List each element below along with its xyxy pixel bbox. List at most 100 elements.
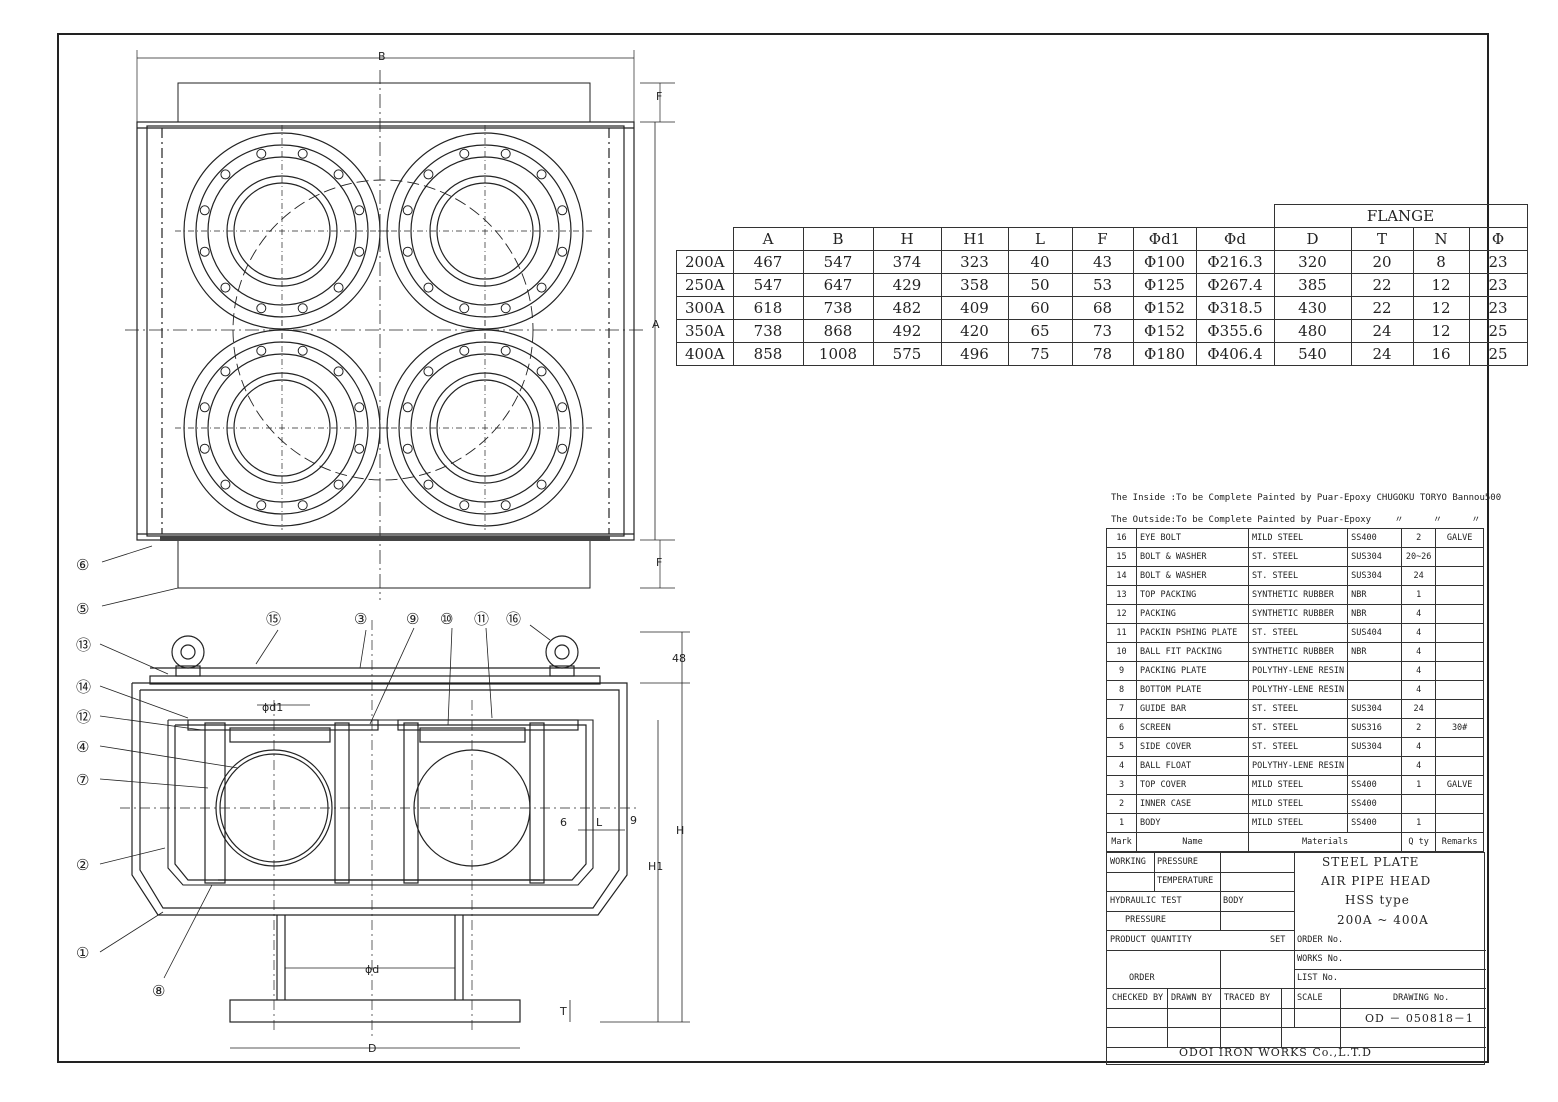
part-material: ST. STEEL xyxy=(1247,547,1349,567)
part-qty: 4 xyxy=(1401,680,1437,700)
dim-column-header: B xyxy=(802,227,874,251)
header-mark: Mark xyxy=(1106,832,1137,852)
dim-column-header: T xyxy=(1350,227,1414,251)
note-outside: The Outside:To be Complete Painted by Pu… xyxy=(1111,512,1480,525)
dim-cell: 430 xyxy=(1273,296,1352,320)
part-material: ST. STEEL xyxy=(1247,718,1349,738)
dim-cell: 16 xyxy=(1412,342,1470,366)
bolt-hole xyxy=(402,402,413,413)
flange-group-header: FLANGE xyxy=(1273,204,1528,228)
dim-cell: 420 xyxy=(940,319,1009,343)
dim-cell: 75 xyxy=(1007,342,1073,366)
part-qty: 24 xyxy=(1401,566,1437,586)
dim-cell: Φ355.6 xyxy=(1195,319,1275,343)
callout-16: ⑯ xyxy=(506,610,521,628)
bolt-hole xyxy=(256,345,267,356)
bolt-hole xyxy=(199,402,210,413)
part-qty: 20~26 xyxy=(1401,547,1437,567)
dim-cell: Φ152 xyxy=(1132,319,1197,343)
bolt-hole xyxy=(333,366,344,377)
bolt-hole xyxy=(423,479,434,490)
drawing-frame xyxy=(57,33,1489,1063)
bolt-hole xyxy=(536,366,547,377)
dim-cell: 25 xyxy=(1468,319,1528,343)
part-name: BOLT & WASHER xyxy=(1136,566,1249,586)
part-remarks xyxy=(1435,661,1485,681)
dim-cell: 12 xyxy=(1412,319,1470,343)
part-mark: 14 xyxy=(1106,566,1137,586)
part-spec: SUS304 xyxy=(1347,547,1403,567)
note-inside: The Inside :To be Complete Painted by Pu… xyxy=(1111,493,1502,503)
header-qty: Q ty xyxy=(1401,832,1437,852)
dim-cell: Φ152 xyxy=(1132,296,1197,320)
dim-cell: 320 xyxy=(1273,250,1352,274)
part-name: TOP PACKING xyxy=(1136,585,1249,605)
bolt-hole xyxy=(459,148,470,159)
callout-13: ⑬ xyxy=(76,636,91,654)
bolt-hole xyxy=(500,500,511,511)
label-list-no: LIST No. xyxy=(1297,973,1338,983)
part-qty: 4 xyxy=(1401,623,1437,643)
bolt-hole xyxy=(536,479,547,490)
note-outside-text: The Outside:To be Complete Painted by Pu… xyxy=(1111,515,1372,525)
dim-cell: 323 xyxy=(940,250,1009,274)
part-name: BOLT & WASHER xyxy=(1136,547,1249,567)
dim-cell: 8 xyxy=(1412,250,1470,274)
label-scale: SCALE xyxy=(1297,993,1323,1003)
part-mark: 16 xyxy=(1106,528,1137,548)
part-remarks: GALVE xyxy=(1435,528,1485,548)
part-remarks xyxy=(1435,604,1485,624)
callout-4: ④ xyxy=(76,738,89,756)
dim-cell: 429 xyxy=(872,273,942,297)
dim-label-d: ϕd xyxy=(365,963,379,976)
dim-label-B: B xyxy=(378,50,386,63)
bolt-hole xyxy=(199,205,210,216)
dim-column-header: Φd xyxy=(1195,227,1275,251)
company-name: ODOI IRON WORKS Co.,L.T.D xyxy=(1179,1046,1372,1059)
part-name: SIDE COVER xyxy=(1136,737,1249,757)
dim-label-A: A xyxy=(652,318,660,331)
part-name: EYE BOLT xyxy=(1136,528,1249,548)
dim-label-9: 9 xyxy=(630,814,637,827)
bottom-flange xyxy=(229,999,521,1023)
part-qty xyxy=(1401,794,1437,814)
dim-cell: 43 xyxy=(1071,250,1134,274)
part-name: PACKING xyxy=(1136,604,1249,624)
callout-11: ⑪ xyxy=(474,610,489,628)
part-name: GUIDE BAR xyxy=(1136,699,1249,719)
label-drawn-by: DRAWN BY xyxy=(1171,993,1212,1003)
dim-cell: 496 xyxy=(940,342,1009,366)
part-mark: 13 xyxy=(1106,585,1137,605)
part-name: BOTTOM PLATE xyxy=(1136,680,1249,700)
dim-label-T: T xyxy=(559,1005,567,1018)
dim-column-header: H1 xyxy=(940,227,1009,251)
bolt-hole xyxy=(354,402,365,413)
label-product-quantity: PRODUCT QUANTITY xyxy=(1110,935,1192,945)
part-mark: 2 xyxy=(1106,794,1137,814)
dim-cell: 65 xyxy=(1007,319,1073,343)
bolt-hole xyxy=(354,443,365,454)
dim-cell: 647 xyxy=(802,273,874,297)
label-working: WORKING xyxy=(1110,857,1146,867)
part-name: INNER CASE xyxy=(1136,794,1249,814)
bolt-hole xyxy=(500,148,511,159)
ditto-mark: 〃 xyxy=(1471,515,1481,525)
label-set: SET xyxy=(1270,935,1286,945)
part-mark: 3 xyxy=(1106,775,1137,795)
title-line-2: AIR PIPE HEAD xyxy=(1321,874,1432,888)
part-material: POLYTHY-LENE RESIN xyxy=(1247,756,1349,776)
label-hydraulic-test: HYDRAULIC TEST xyxy=(1110,896,1182,906)
dim-cell: 73 xyxy=(1071,319,1134,343)
